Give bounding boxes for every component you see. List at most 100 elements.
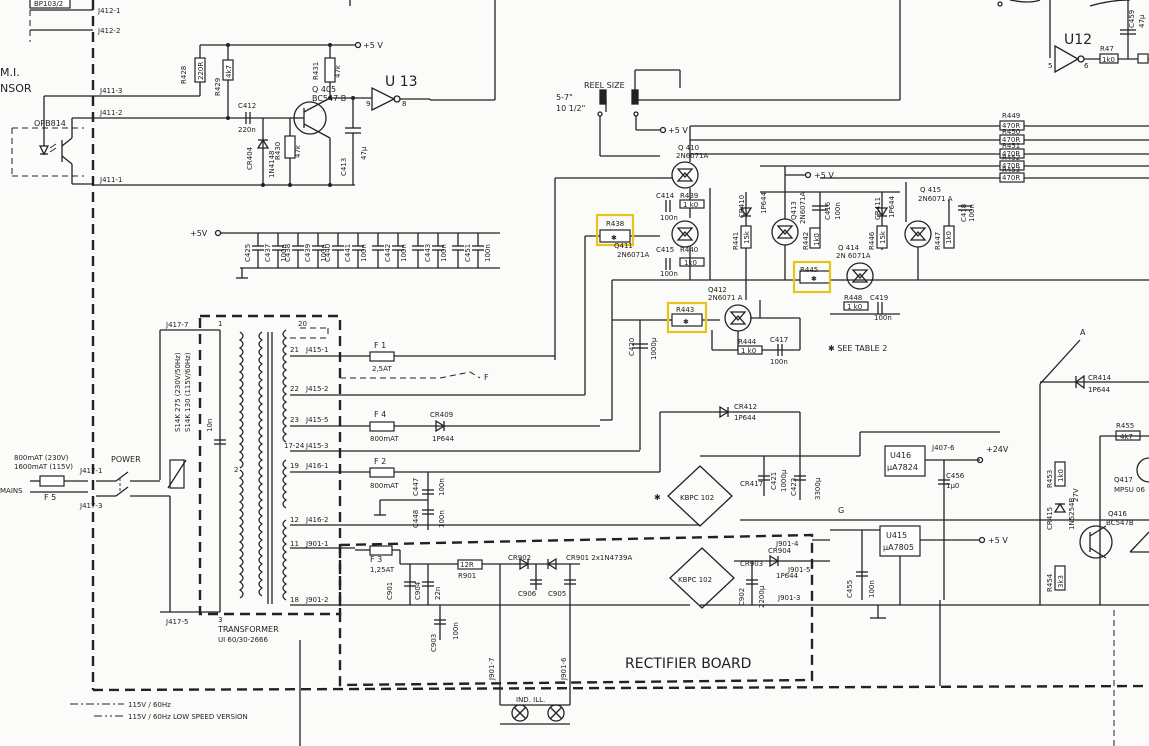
r445-star: ✱ [811, 275, 817, 283]
see-table-note: ✱ SEE TABLE 2 [828, 344, 887, 353]
r444-value: 1 k0 [741, 347, 756, 355]
c414-label: C414 [656, 192, 675, 200]
u416-label: U416 [890, 451, 911, 460]
tap-18: 18 [290, 596, 299, 604]
q416-value: BC547B [1106, 519, 1134, 527]
c425-label: C425 [244, 244, 252, 262]
cr409-value: 1P644 [432, 435, 455, 443]
sensor-section: BP103/2 J412-1 J412-2 M.I. NSOR OPB814 J… [0, 0, 496, 187]
u12-pin6: 6 [1084, 62, 1089, 70]
fuse-rating-230: 800mAT (230V) [14, 454, 69, 462]
q417-label: Q417 [1114, 476, 1133, 484]
r447b-label: R447 [934, 232, 942, 250]
r453-value: 1k0 [1057, 469, 1065, 482]
c451-label: C451 [464, 244, 472, 262]
legend-line-2: 115V / 60Hz LOW SPEED VERSION [128, 713, 248, 721]
kbpc-lower-label: KBPC 102 [678, 576, 712, 584]
r450-value: 470R [1002, 136, 1020, 144]
c423-label: C423 [790, 478, 798, 496]
r447b-value: 1k0 [945, 231, 953, 244]
q412-label: Q412 [708, 286, 727, 294]
r428-label: R428 [180, 66, 188, 84]
r447-top-label: R47 [1100, 45, 1114, 53]
j901-6-label: J901-6 [560, 657, 568, 681]
r442-value: 1k0 [813, 233, 821, 246]
j407-6-label: J407-6 [931, 444, 955, 452]
q414-label: Q 414 [838, 244, 860, 252]
j901-7-label: J901-7 [488, 658, 496, 681]
c906-label: C906 [518, 590, 537, 598]
j417-3-label: J417-3 [79, 502, 102, 510]
p5v-top-label: +5 V [363, 41, 383, 50]
r454-label: R454 [1046, 573, 1054, 592]
q415-value: 2N6071 A [918, 195, 953, 203]
r429-label: R429 [214, 78, 222, 96]
r441-label: R441 [732, 232, 740, 250]
c903-value: 100n [452, 622, 460, 640]
r449-value: 470R [1002, 122, 1020, 130]
c440-label: C440 [324, 244, 332, 262]
ind-ill-label: IND. ILL. [516, 696, 545, 704]
c416-value: 100n [834, 202, 842, 220]
fuse-rating-115: 1600mAT (115V) [14, 463, 73, 471]
c901-label: C901 [386, 582, 394, 600]
r431-label: R431 [312, 62, 320, 80]
a-label: A [1080, 328, 1086, 337]
cap-val-3: 100n [360, 244, 368, 262]
tap-23: 23 [290, 416, 299, 424]
cr411-value: 1P644 [888, 195, 896, 218]
r440-label: R440 [680, 246, 698, 254]
tap-21: 21 [290, 346, 299, 354]
r430-label: R430 [274, 142, 282, 160]
cr415-value: 1N5254B [1068, 497, 1076, 530]
f1-value: 2,5AT [372, 365, 392, 373]
cr415-label: CR415 [1046, 507, 1054, 530]
cr411-label: CR411 [874, 197, 882, 220]
board-boundaries [11, 0, 1149, 692]
c459-label: C459 [1128, 10, 1136, 28]
trafo-pin2: 2 [234, 466, 238, 474]
r453x-value: 470R [1002, 174, 1020, 182]
c412-value: 220n [238, 126, 256, 134]
c414-value: 100n [660, 214, 678, 222]
c415-label: C415 [656, 246, 674, 254]
reel-size-switch: REEL SIZE 5-7" 10 1/2" +5 V [556, 0, 901, 157]
u416-value: µA7824 [887, 463, 918, 472]
cr414-value: 1P644 [1088, 386, 1111, 394]
q413-value: 2N6071A [799, 191, 807, 224]
r443-label: R443 [676, 306, 694, 314]
r452-value: 470R [1002, 162, 1020, 170]
j412-1-label: J412-1 [97, 7, 120, 15]
power-switch-label: POWER [111, 455, 141, 464]
reel-5-7-label: 5-7" [556, 93, 573, 102]
c413-label: C413 [340, 158, 348, 176]
c419-label: C419 [870, 294, 888, 302]
cap-val-1: 100n [280, 244, 288, 262]
p5v-reel-label: +5 V [668, 126, 688, 135]
c418-label: C418 [960, 204, 968, 222]
c413-value: 47µ [360, 146, 368, 160]
varistor-115: S14K 130 (115V/60Hz) [184, 352, 192, 432]
r428-value: 220R [197, 62, 205, 80]
r450-label: R450 [1002, 128, 1020, 136]
r444-label: R444 [738, 338, 757, 346]
c420-value: 1000µ [650, 337, 658, 360]
cr414-label: CR414 [1088, 374, 1112, 382]
c412-label: C412 [238, 102, 256, 110]
rectifier-board: F 3 1,25AT C901 C904 22n C903 100n 12R R… [355, 539, 830, 725]
cap-series [252, 233, 484, 268]
j901-1-label: J901-1 [305, 540, 328, 548]
transformer-type: UI 60/30-2666 [218, 636, 268, 644]
c418-value: 100n [968, 204, 976, 222]
u12-label: U12 [1064, 32, 1092, 48]
q416-label: Q416 [1108, 510, 1127, 518]
cr904-value: 1P644 [776, 572, 799, 580]
c439-label: C439 [304, 244, 312, 262]
j417-5-label: J417-5 [165, 618, 188, 626]
triac-network: R449 470R R450 470R R451 470R R452 470R … [554, 112, 1149, 450]
r454-value: 3k3 [1057, 575, 1065, 588]
f2-label: F 2 [374, 457, 386, 466]
tap-11: 11 [290, 540, 299, 548]
regulator-section: CR412 1P644 ✱ KBPC 102 CR417 C421 1000µ … [654, 328, 1149, 746]
